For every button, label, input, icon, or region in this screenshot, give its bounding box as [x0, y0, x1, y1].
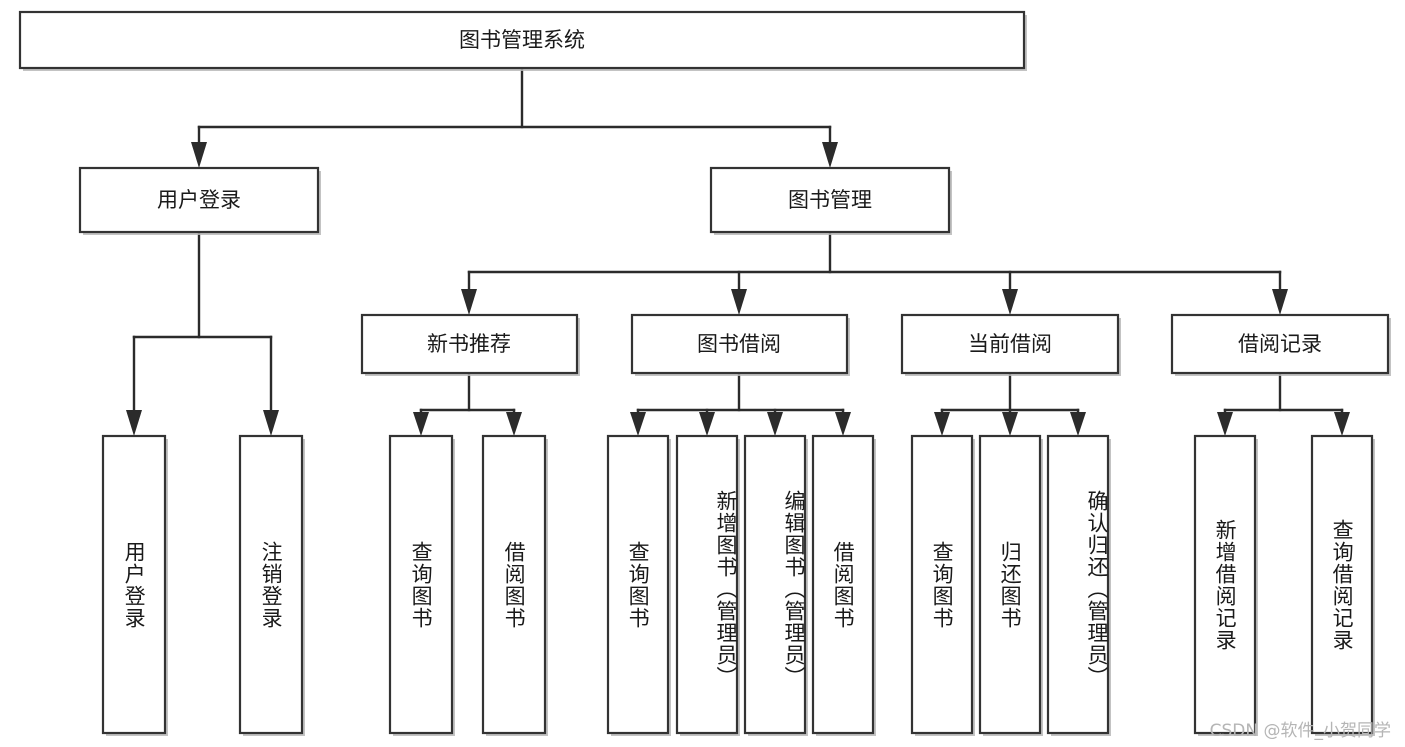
node-leaf-add-record[interactable]	[1193, 434, 1258, 736]
node-book-borrow-label: 图书借阅	[697, 332, 781, 356]
node-user-login-label: 用户登录	[157, 188, 241, 212]
node-borrow-record-box[interactable]	[1170, 313, 1390, 375]
node-leaf-add-record-box[interactable]	[1193, 434, 1257, 735]
node-borrow-record-label: 借阅记录	[1238, 332, 1322, 356]
arrow-head-borrow-record	[1272, 289, 1288, 315]
node-current-borrow-label: 当前借阅	[968, 332, 1052, 356]
node-leaf-add-book[interactable]	[675, 434, 740, 736]
node-book-management[interactable]: 图书管理	[709, 166, 952, 235]
arrow-head-leaf-logout	[263, 410, 279, 436]
node-leaf-borrow-book-2[interactable]	[811, 434, 876, 736]
arrow-head-leaf-add-record	[1217, 412, 1233, 436]
node-leaf-query-book-3-box[interactable]	[910, 434, 974, 735]
node-new-book-recommend-box[interactable]	[360, 313, 579, 375]
node-leaf-query-record-box[interactable]	[1310, 434, 1374, 735]
node-leaf-borrow-book-1-box[interactable]	[481, 434, 547, 735]
node-leaf-query-book-3[interactable]	[910, 434, 975, 736]
node-leaf-borrow-book-1[interactable]	[481, 434, 548, 736]
node-leaf-query-book-1-box[interactable]	[388, 434, 454, 735]
arrow-head-leaf-borrow-book-1	[506, 412, 522, 436]
node-user-login[interactable]: 用户登录	[78, 166, 321, 235]
arrow-head-leaf-add-book	[699, 412, 715, 436]
node-leaf-confirm-return[interactable]	[1046, 434, 1111, 736]
node-user-login-box[interactable]	[78, 166, 320, 234]
node-leaf-return-book[interactable]	[978, 434, 1043, 736]
node-root-label: 图书管理系统	[459, 28, 585, 52]
arrow-head-leaf-return-book	[1002, 412, 1018, 436]
node-root[interactable]: 图书管理系统	[18, 10, 1027, 71]
node-leaf-user-login-box[interactable]	[101, 434, 167, 735]
node-book-borrow-box[interactable]	[630, 313, 849, 375]
arrow-head-leaf-query-book-1	[413, 412, 429, 436]
node-leaf-query-book-2-box[interactable]	[606, 434, 670, 735]
connector-group-user-login	[126, 230, 279, 436]
node-leaf-borrow-book-2-box[interactable]	[811, 434, 875, 735]
csdn-watermark: CSDN @软件_小贺同学	[1209, 721, 1391, 741]
node-leaf-edit-book-box[interactable]	[743, 434, 807, 735]
node-leaf-add-book-box[interactable]	[675, 434, 739, 735]
arrow-head-leaf-query-book-3	[934, 412, 950, 436]
arrow-head-leaf-borrow-book-2	[835, 412, 851, 436]
arrow-head-user-login	[191, 142, 207, 168]
node-leaf-confirm-return-box[interactable]	[1046, 434, 1110, 735]
node-current-borrow[interactable]: 当前借阅	[900, 313, 1121, 376]
arrow-head-leaf-edit-book	[767, 412, 783, 436]
node-book-borrow[interactable]: 图书借阅	[630, 313, 850, 376]
node-leaf-query-book-2[interactable]	[606, 434, 671, 736]
node-new-book-recommend-label: 新书推荐	[427, 332, 511, 356]
arrow-head-leaf-query-book-2	[630, 412, 646, 436]
connector-group-new-book-recommend	[413, 371, 522, 436]
node-leaf-query-book-1[interactable]	[388, 434, 455, 736]
connector-group-current-borrow	[934, 371, 1086, 436]
arrow-head-book-management	[822, 142, 838, 168]
node-book-management-box[interactable]	[709, 166, 951, 234]
node-new-book-recommend[interactable]: 新书推荐	[360, 313, 580, 376]
arrow-head-book-borrow	[731, 289, 747, 315]
node-leaf-query-record[interactable]	[1310, 434, 1375, 736]
node-leaf-edit-book[interactable]	[743, 434, 808, 736]
arrow-head-leaf-user-login	[126, 410, 142, 436]
connector-group-root	[191, 66, 838, 168]
node-leaf-return-book-box[interactable]	[978, 434, 1042, 735]
arrow-head-new-book-recommend	[461, 289, 477, 315]
node-leaf-user-login[interactable]	[101, 434, 168, 736]
arrow-head-leaf-confirm-return	[1070, 412, 1086, 436]
node-book-management-label: 图书管理	[788, 188, 872, 212]
connector-group-borrow-record	[1217, 371, 1350, 436]
arrow-head-current-borrow	[1002, 289, 1018, 315]
arrow-head-leaf-query-record	[1334, 412, 1350, 436]
node-borrow-record[interactable]: 借阅记录	[1170, 313, 1391, 376]
node-leaf-logout-box[interactable]	[238, 434, 304, 735]
node-current-borrow-box[interactable]	[900, 313, 1120, 375]
connector-group-book-management	[461, 230, 1288, 315]
node-root-box[interactable]	[18, 10, 1026, 70]
connector-group-book-borrow	[630, 371, 851, 436]
node-leaf-logout[interactable]	[238, 434, 305, 736]
